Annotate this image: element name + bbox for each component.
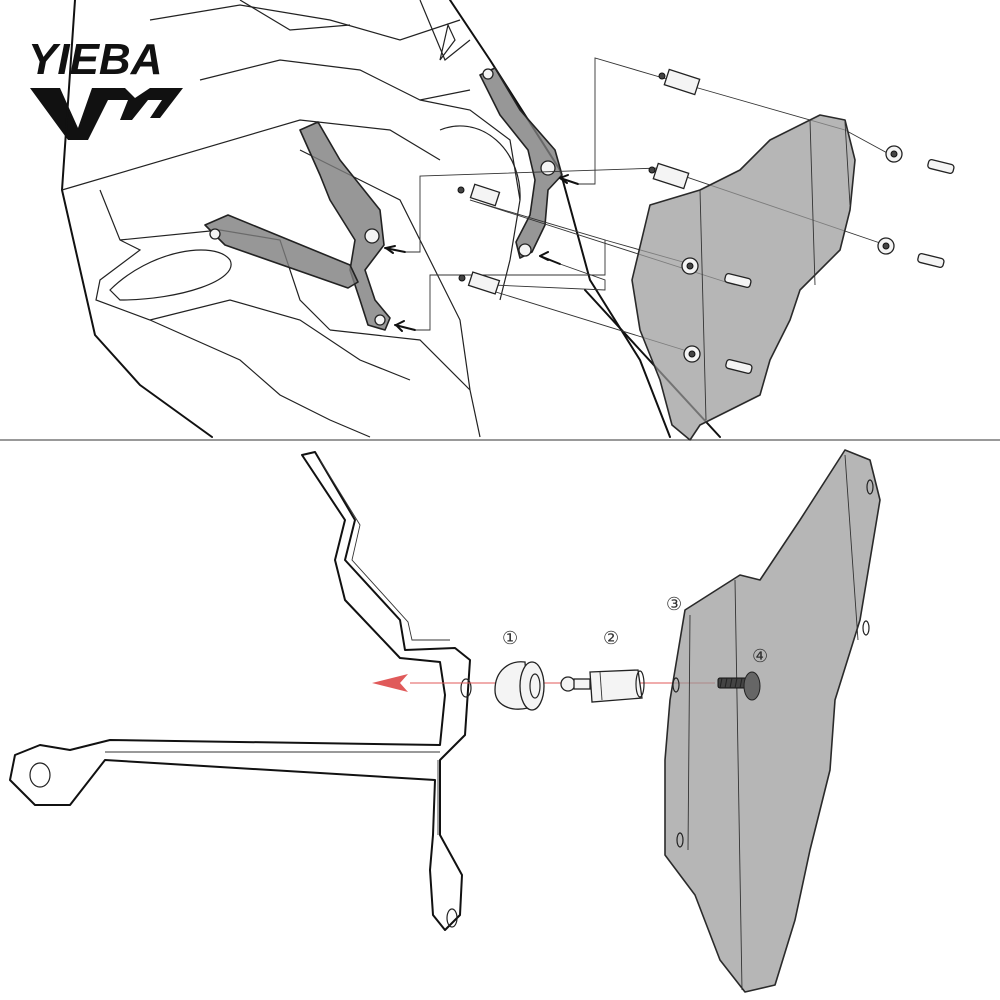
yieba-logo-icon: [30, 88, 183, 140]
mounting-screw-icon: [681, 145, 955, 375]
marker-4: ④: [752, 646, 768, 667]
brand-logo: YIEBA: [28, 35, 183, 140]
bottom-detail-view: ① ② ③ ④: [9, 449, 881, 993]
well-nut-icon: [494, 661, 545, 711]
right-mount-bracket: [479, 67, 563, 259]
left-mount-bracket: [299, 121, 391, 331]
lower-mount-bar: [204, 214, 359, 289]
windshield-panel-icon: [664, 449, 881, 993]
marker-3: ③: [666, 594, 682, 615]
marker-2: ②: [603, 628, 619, 649]
mounting-screw-icon: [717, 671, 761, 701]
top-assembly-view: [61, 0, 955, 441]
bracket-arm-icon: [9, 451, 471, 931]
standoff-spacer-icon: [560, 669, 645, 703]
marker-1: ①: [502, 628, 518, 649]
logo-text: YIEBA: [28, 35, 162, 84]
standoff-spacer-icon: [457, 68, 701, 295]
